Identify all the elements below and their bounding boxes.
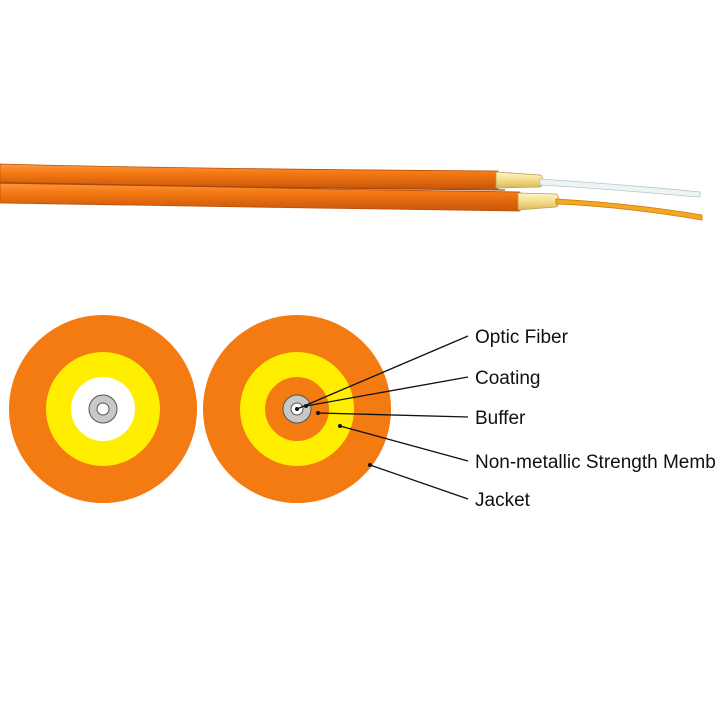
leader-optic-fiber bbox=[296, 335, 469, 410]
label-coating: Coating bbox=[475, 368, 541, 389]
clear-fiber-strand-icon bbox=[539, 178, 701, 198]
leader-lines bbox=[296, 335, 469, 500]
label-optic-fiber: Optic Fiber bbox=[475, 327, 569, 348]
label-strength-member: Non-metallic Strength Memb bbox=[475, 452, 716, 473]
upper-tight-buffer bbox=[495, 171, 544, 189]
leader-coating bbox=[305, 376, 469, 407]
leader-endpoints bbox=[295, 404, 372, 467]
lower-tight-buffer bbox=[517, 192, 560, 211]
leader-buffer bbox=[317, 412, 469, 418]
label-buffer: Buffer bbox=[475, 408, 526, 429]
leader-strength-member bbox=[339, 425, 469, 462]
labels: Optic Fiber Coating Buffer Non-metallic … bbox=[475, 327, 716, 511]
cross-section-left bbox=[9, 315, 197, 503]
orange-fiber-strand-icon bbox=[555, 198, 703, 221]
cable-illustration bbox=[0, 163, 703, 221]
fiber-core-left bbox=[96, 402, 110, 416]
leader-jacket bbox=[369, 464, 469, 500]
jacket-web bbox=[0, 182, 506, 191]
label-jacket: Jacket bbox=[475, 490, 531, 511]
